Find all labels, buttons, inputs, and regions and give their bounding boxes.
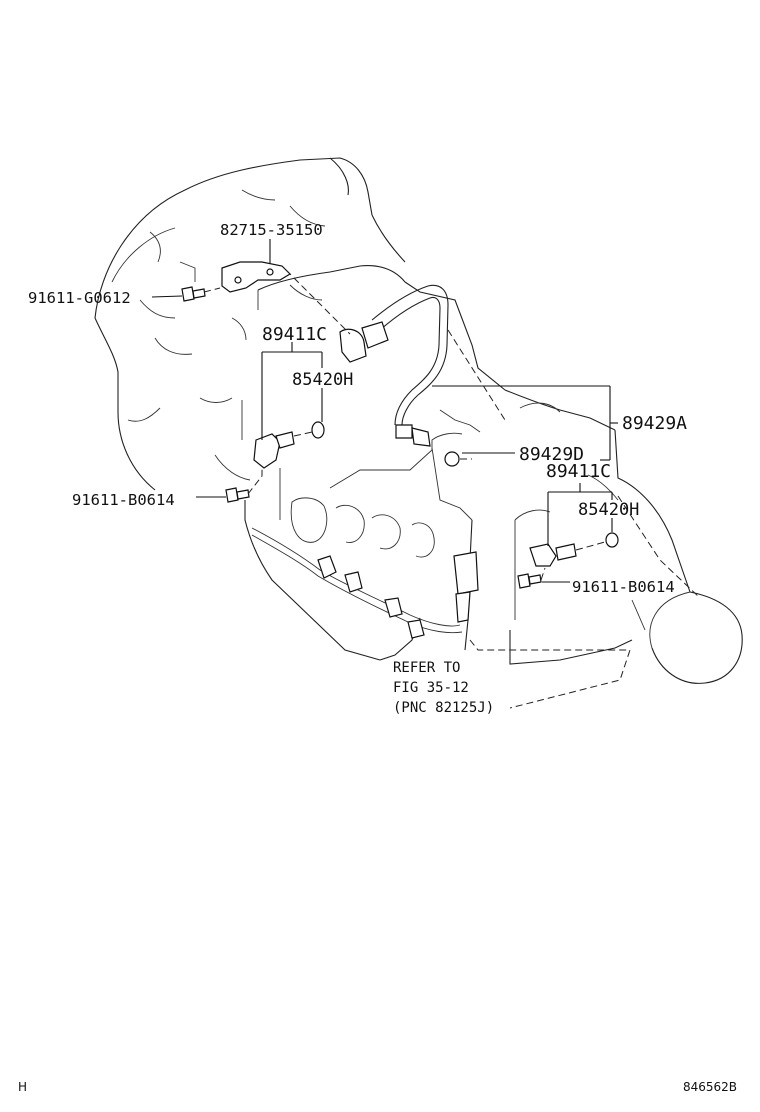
label-89429a: 89429A bbox=[622, 413, 687, 434]
leader-lines bbox=[151, 239, 618, 583]
label-89411c-left: 89411C bbox=[262, 324, 327, 345]
label-82715-35150: 82715-35150 bbox=[220, 221, 323, 239]
fitting-89429d bbox=[444, 451, 460, 467]
engine-block bbox=[244, 281, 743, 684]
label-89429d: 89429D bbox=[519, 444, 584, 465]
reference-note: REFER TO FIG 35-12 (PNC 82125J) bbox=[393, 660, 494, 716]
reference-line-2: FIG 35-12 bbox=[393, 680, 469, 696]
reference-line-3: (PNC 82125J) bbox=[393, 700, 494, 716]
wire-harness-89429a bbox=[339, 284, 449, 447]
bolt-91611-b0614-left bbox=[225, 487, 250, 503]
figure-code: 846562B bbox=[683, 1080, 738, 1094]
label-91611-g0612: 91611-G0612 bbox=[28, 289, 131, 307]
installation-lines bbox=[203, 269, 701, 709]
lower-harness bbox=[251, 527, 479, 639]
part-labels: 82715-35150 91611-G0612 89411C 85420H 91… bbox=[28, 221, 687, 596]
label-89411c-right: 89411C bbox=[546, 461, 611, 482]
bolt-91611-g0612 bbox=[181, 286, 206, 302]
label-91611-b0614-right: 91611-B0614 bbox=[572, 578, 675, 596]
label-85420h-right: 85420H bbox=[578, 500, 639, 520]
label-85420h-left: 85420H bbox=[292, 370, 353, 390]
sensor-89411c-right bbox=[529, 532, 619, 567]
sensor-89411c-left bbox=[253, 421, 325, 469]
reference-line-1: REFER TO bbox=[393, 660, 460, 676]
label-91611-b0614-left: 91611-B0614 bbox=[72, 491, 175, 509]
bracket-82715-35150 bbox=[221, 261, 291, 293]
transmission-housing bbox=[94, 157, 406, 491]
corner-mark: H bbox=[18, 1080, 28, 1094]
bolt-91611-b0614-right bbox=[517, 573, 542, 589]
